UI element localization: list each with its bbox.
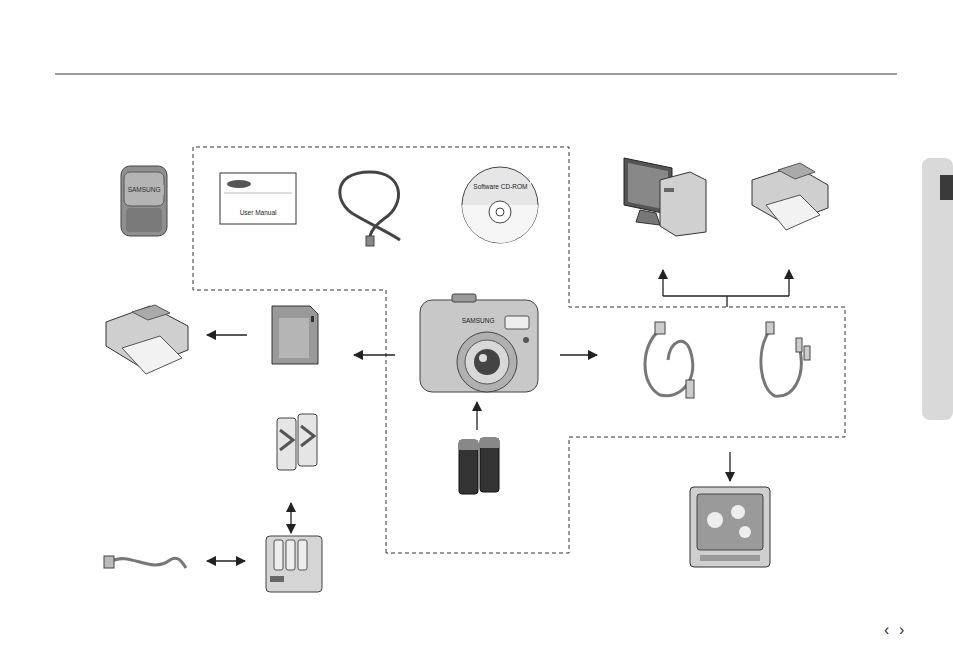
item-text: SAMSUNG bbox=[128, 186, 161, 193]
memory-card bbox=[272, 306, 318, 364]
nav-previous: ‹ bbox=[884, 622, 889, 638]
nav-next: › bbox=[899, 622, 904, 638]
manual-title: User Manual bbox=[237, 208, 280, 217]
printer bbox=[752, 163, 828, 230]
connection-arrows bbox=[207, 270, 789, 561]
digital-camera bbox=[420, 294, 538, 392]
camera-case bbox=[121, 166, 167, 236]
side-tab-mark bbox=[940, 175, 953, 200]
header-rule bbox=[55, 74, 897, 75]
cd-label: Software CD-ROM bbox=[470, 182, 531, 191]
item-text: SAMSUNG bbox=[462, 317, 495, 324]
camera-logo: SAMSUNG bbox=[459, 316, 498, 325]
user-manual bbox=[220, 173, 296, 224]
wrist-strap bbox=[340, 172, 400, 246]
item-text: User Manual bbox=[240, 209, 277, 216]
software-cd bbox=[462, 167, 538, 243]
av-cable bbox=[761, 322, 810, 396]
case-logo: SAMSUNG bbox=[125, 185, 164, 194]
usb-cable bbox=[645, 322, 694, 398]
battery-charger bbox=[266, 536, 322, 592]
power-cord bbox=[104, 556, 186, 568]
item-text: Software CD-ROM bbox=[473, 183, 528, 190]
rechargeable-batteries bbox=[277, 414, 317, 470]
side-tab bbox=[922, 158, 953, 420]
pictbridge-printer bbox=[106, 305, 188, 374]
personal-computer bbox=[624, 158, 706, 236]
alkaline-batteries bbox=[459, 438, 499, 494]
television bbox=[690, 487, 770, 567]
